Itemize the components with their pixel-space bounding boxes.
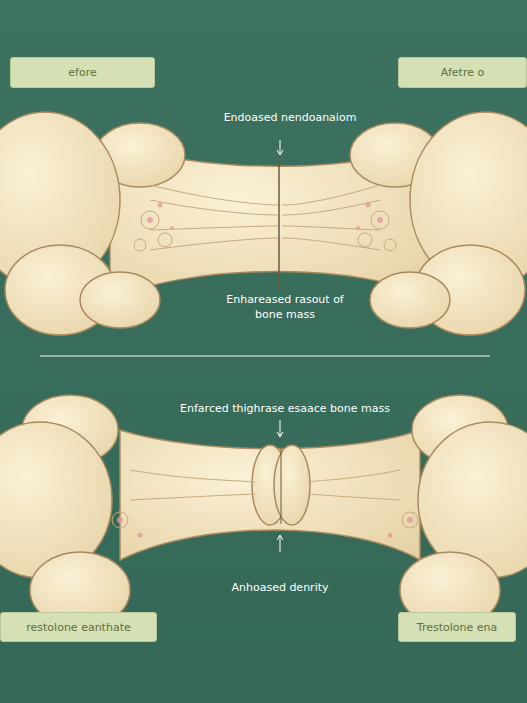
label-tab: efore	[10, 57, 155, 88]
label-tab: restolone eanthate	[0, 612, 157, 642]
annotation-text: Enhareased rasout of bone mass	[220, 292, 350, 322]
label-tab: Afetre o	[398, 57, 527, 88]
annotation-text: Enfarced thighrase esaace bone mass	[180, 401, 390, 416]
label-tab: Trestolone ena	[398, 612, 516, 642]
tab-text: Trestolone ena	[417, 621, 497, 634]
annotation-text: Anhoased denrity	[231, 580, 328, 595]
annotation-text: Endoased nendoanaiom	[224, 110, 357, 125]
tab-text: efore	[68, 66, 96, 79]
tab-text: Afetre o	[441, 66, 484, 79]
tab-text: restolone eanthate	[26, 621, 130, 634]
